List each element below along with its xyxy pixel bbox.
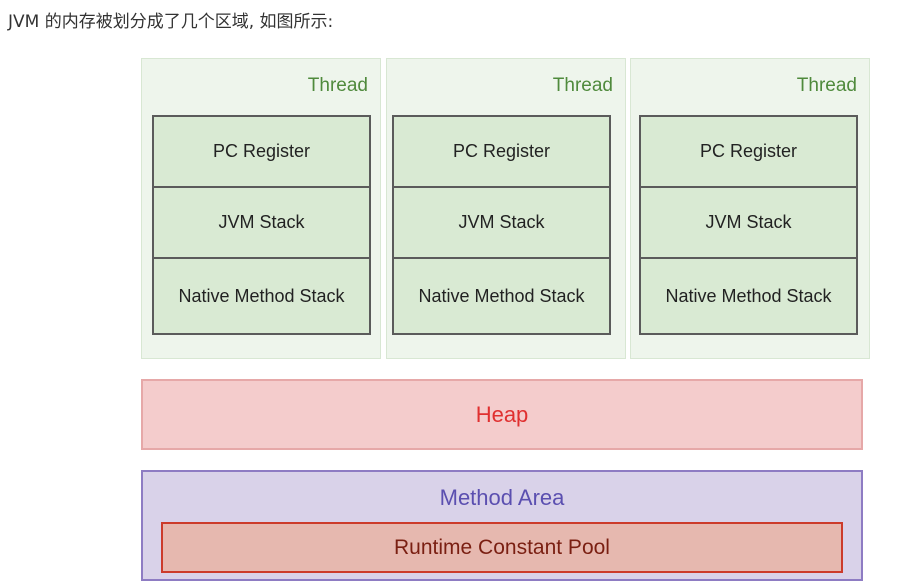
method-area-label: Method Area <box>439 485 565 510</box>
thread-box-3: Thread PC Register JVM Stack Native Meth… <box>630 58 870 359</box>
thread-box-2: Thread PC Register JVM Stack Native Meth… <box>386 58 626 359</box>
thread-stack-group: PC Register JVM Stack Native Method Stac… <box>392 115 611 335</box>
pc-register-cell: PC Register <box>394 117 609 188</box>
jvm-stack-cell: JVM Stack <box>394 188 609 259</box>
method-area-box: Method Area Runtime Constant Pool <box>141 470 863 581</box>
pc-register-cell: PC Register <box>641 117 856 188</box>
thread-label: Thread <box>796 75 857 96</box>
heap-label: Heap <box>475 401 529 427</box>
native-method-stack-cell: Native Method Stack <box>665 285 832 306</box>
intro-text: JVM 的内存被划分成了几个区域, 如图所示: <box>8 12 334 32</box>
jvm-stack-cell: JVM Stack <box>154 188 369 259</box>
native-method-stack-cell: Native Method Stack <box>418 285 585 306</box>
thread-label: Thread <box>307 75 368 96</box>
thread-label: Thread <box>552 75 613 96</box>
thread-box-1: Thread PC Register JVM Stack Native Meth… <box>141 58 381 359</box>
runtime-constant-pool-label: Runtime Constant Pool <box>394 535 610 559</box>
thread-stack-group: PC Register JVM Stack Native Method Stac… <box>639 115 858 335</box>
native-method-stack-cell: Native Method Stack <box>178 285 345 306</box>
jvm-stack-cell: JVM Stack <box>641 188 856 259</box>
heap-box: Heap <box>141 379 863 450</box>
pc-register-cell: PC Register <box>154 117 369 188</box>
runtime-constant-pool-box: Runtime Constant Pool <box>161 522 843 573</box>
thread-stack-group: PC Register JVM Stack Native Method Stac… <box>152 115 371 335</box>
